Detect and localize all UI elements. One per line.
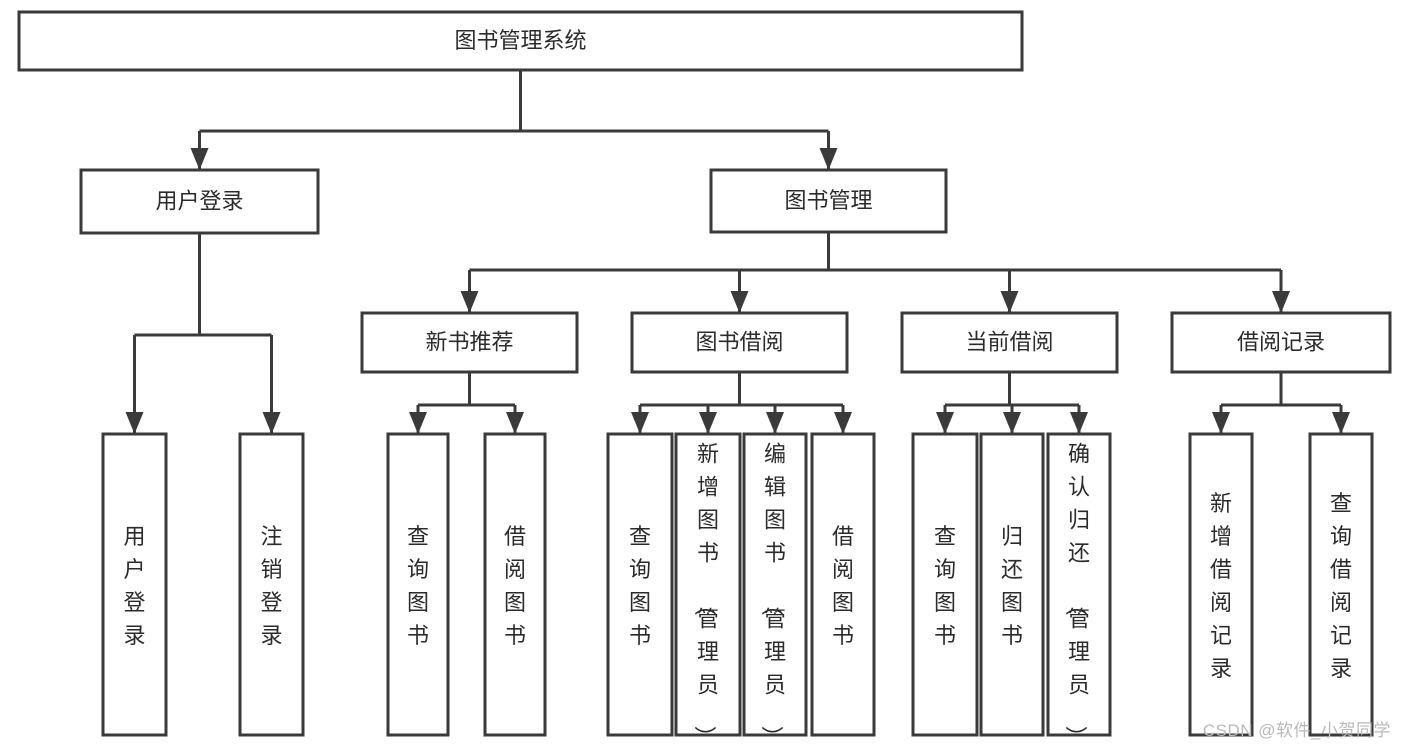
level2-node[interactable]: 图书管理 (709, 168, 948, 234)
level3-label: 图书借阅 (695, 329, 783, 354)
root-label: 图书管理系统 (454, 28, 586, 53)
level3-box[interactable] (630, 311, 849, 374)
level3-1-to-leaves-arrow (631, 412, 649, 434)
level2-box[interactable] (709, 168, 948, 234)
leaf-node[interactable]: 借阅图书 (810, 432, 876, 737)
leaf-box[interactable] (606, 432, 674, 737)
leaf-node[interactable]: 新增借阅记录 (1188, 432, 1254, 737)
level3-1-to-leaves-arrow (699, 412, 717, 434)
leaf-node[interactable]: 确认归还（管理员） (1046, 432, 1112, 747)
leaf-node[interactable]: 用户登录 (101, 432, 168, 737)
level2-node[interactable]: 用户登录 (79, 168, 320, 235)
level3-2-to-leaves-arrow (1003, 412, 1021, 434)
level3-label: 当前借阅 (965, 329, 1053, 354)
root-to-level2-arrow (819, 148, 838, 170)
leaf-label: 归还图书 (1001, 524, 1023, 648)
leaf-box[interactable] (911, 432, 979, 737)
watermark-text: CSDN @软件_小贺同学 (1202, 721, 1391, 740)
leaf-node[interactable]: 新增图书（管理员） (674, 432, 742, 747)
level2-to-level3-arrow (1272, 291, 1290, 313)
leaf-label: 借阅图书 (504, 524, 526, 648)
root-box[interactable] (17, 10, 1024, 72)
level2-label: 用户登录 (155, 188, 243, 213)
leaf-label: 借阅图书 (832, 524, 854, 648)
level3-2-to-leaves-arrow (1070, 412, 1088, 434)
leaf-label: 用户登录 (123, 524, 145, 648)
leaf-box[interactable] (1046, 432, 1112, 737)
leaf-node[interactable]: 借阅图书 (483, 432, 547, 737)
level3-node[interactable]: 借阅记录 (1170, 311, 1392, 374)
leaf-node[interactable]: 查询图书 (386, 432, 450, 737)
level3-2-to-leaves-arrow (936, 412, 954, 434)
level2-to-level3-arrow (730, 291, 749, 313)
leaf-box[interactable] (742, 432, 808, 737)
leaf-box[interactable] (101, 432, 168, 737)
level3-1-to-leaves-arrow (766, 412, 784, 434)
level2-to-level3-arrow (1000, 291, 1019, 313)
login-to-leaves-arrow (125, 412, 144, 434)
leaf-label: 查询图书 (934, 524, 956, 648)
leaf-node[interactable]: 归还图书 (979, 432, 1045, 737)
leaf-label: 新增图书（管理员） (692, 442, 719, 747)
root-node[interactable]: 图书管理系统 (17, 10, 1024, 72)
leaf-label: 查询借阅记录 (1330, 491, 1352, 681)
connector-layer (125, 70, 1350, 434)
leaf-node[interactable]: 查询图书 (606, 432, 674, 737)
leaf-box[interactable] (979, 432, 1045, 737)
level3-3-to-leaves-arrow (1212, 412, 1230, 434)
level3-box[interactable] (1170, 311, 1392, 374)
level2-label: 图书管理 (784, 188, 872, 213)
level3-label: 新书推荐 (425, 329, 513, 354)
level2-to-level3-arrow (460, 291, 479, 313)
leaf-box[interactable] (483, 432, 547, 737)
level3-node[interactable]: 新书推荐 (360, 311, 579, 374)
level2-box[interactable] (79, 168, 320, 235)
level3-3-to-leaves-arrow (1332, 412, 1350, 434)
level3-node[interactable]: 图书借阅 (630, 311, 849, 374)
leaf-box[interactable] (238, 432, 305, 737)
leaf-label: 查询图书 (629, 524, 651, 648)
leaf-box[interactable] (674, 432, 742, 737)
leaf-box[interactable] (386, 432, 450, 737)
level3-box[interactable] (900, 311, 1119, 374)
node-layer: 图书管理系统用户登录图书管理新书推荐图书借阅当前借阅借阅记录用户登录注销登录查询… (17, 10, 1392, 747)
leaf-node[interactable]: 注销登录 (238, 432, 305, 737)
level3-0-to-leaves-arrow (409, 412, 427, 434)
leaf-node[interactable]: 查询借阅记录 (1308, 432, 1374, 737)
leaf-box[interactable] (810, 432, 876, 737)
leaf-label: 编辑图书（管理员） (759, 442, 786, 747)
leaf-box[interactable] (1308, 432, 1374, 737)
leaf-box[interactable] (1188, 432, 1254, 737)
leaf-label: 注销登录 (260, 524, 282, 648)
level3-box[interactable] (360, 311, 579, 374)
level3-1-to-leaves-arrow (834, 412, 852, 434)
level3-node[interactable]: 当前借阅 (900, 311, 1119, 374)
level3-label: 借阅记录 (1237, 329, 1325, 354)
level3-0-to-leaves-arrow (506, 412, 524, 434)
leaf-node[interactable]: 查询图书 (911, 432, 979, 737)
leaf-node[interactable]: 编辑图书（管理员） (742, 432, 808, 747)
leaf-label: 查询图书 (407, 524, 429, 648)
leaf-label: 新增借阅记录 (1210, 491, 1232, 681)
leaf-label: 确认归还（管理员） (1063, 442, 1090, 747)
login-to-leaves-arrow (262, 412, 281, 434)
root-to-level2-arrow (190, 148, 209, 170)
